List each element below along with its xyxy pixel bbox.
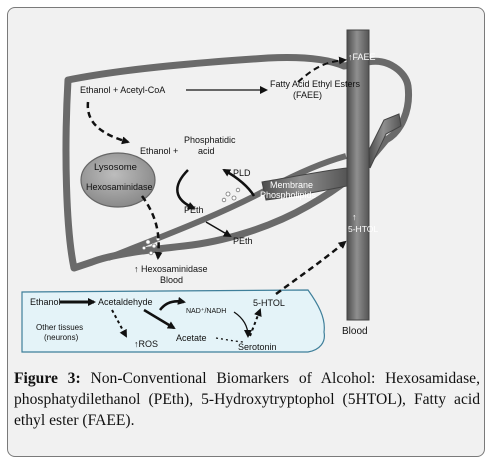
label-ethanol-acetyl: Ethanol + Acetyl-CoA: [80, 85, 165, 95]
label-ethanol-tissue: Ethanol: [30, 297, 61, 307]
label-htol-vessel: 5-HTOL: [348, 224, 378, 234]
arrow-hex-down: [140, 195, 163, 260]
arrow-serotonin-htol: [249, 308, 262, 337]
label-phosphatidic-2: acid: [198, 146, 215, 156]
label-serotonin: Serotonin: [238, 342, 277, 352]
label-nad: NAD⁺/NADH: [186, 307, 226, 315]
label-hex-blood-1: ↑ Hexosaminidase: [134, 264, 208, 274]
label-peth-out: PEth: [233, 236, 253, 246]
label-peth-liver: PEth: [184, 205, 204, 215]
labels: ↑FAEE Ethanol + Acetyl-CoA Fatty Acid Et…: [30, 52, 378, 352]
label-phosphatidic-1: Phosphatidic: [184, 135, 236, 145]
label-hex-blood-2: Blood: [160, 275, 183, 285]
label-membrane-1: Membrane: [270, 180, 313, 190]
blood-vessel: [261, 29, 402, 321]
lysosome: [80, 152, 156, 208]
label-ethanol-plus: Ethanol +: [140, 146, 178, 156]
arrow-peth-out: [205, 221, 232, 238]
caption-text: Non-Conventional Biomarkers of Alcohol: …: [14, 370, 480, 429]
label-acetaldehyde: Acetaldehyde: [98, 297, 153, 307]
arrow-nad-curve: [159, 296, 186, 311]
label-faee-1: Fatty Acid Ethyl Esters: [270, 79, 361, 89]
label-other-2: (neurons): [44, 333, 79, 342]
label-other-1: Other tissues: [36, 323, 83, 332]
label-faee-2: (FAEE): [293, 90, 322, 100]
figure-caption: Figure 3: Non-Conventional Biomarkers of…: [14, 368, 480, 431]
label-pld: PLD: [233, 168, 251, 178]
label-lysosome: Lysosome: [94, 162, 137, 173]
arrow-pld: [222, 168, 256, 197]
arrow-faee-to-vessel: [297, 56, 347, 83]
arrow-acetaldehyde-acetate: [143, 308, 176, 330]
arrows: [60, 56, 347, 343]
arrow-ethanol-down: [86, 101, 130, 145]
label-htol-tissue: 5-HTOL: [253, 298, 285, 308]
label-ros: ↑ROS: [134, 339, 158, 349]
caption-label: Figure 3:: [14, 370, 81, 387]
label-htol-vessel-arrow: ↑: [352, 212, 357, 222]
damage-markers: [141, 187, 241, 256]
arrow-pa-to-peth: [176, 169, 196, 210]
diagram: ↑FAEE Ethanol + Acetyl-CoA Fatty Acid Et…: [8, 10, 483, 365]
label-hexosaminidase: Hexosaminidase: [86, 182, 153, 192]
label-faee-vessel: ↑FAEE: [348, 52, 376, 62]
arrow-nad-serotonin: [233, 311, 252, 338]
arrow-htol-to-vessel: [275, 240, 347, 296]
label-blood: Blood: [342, 326, 368, 337]
arrow-acetate-serotonin: [215, 337, 245, 343]
arrow-acetaldehyde-ros: [111, 309, 127, 338]
label-acetate: Acetate: [176, 333, 207, 343]
label-membrane-2: Phospholipids: [260, 190, 317, 200]
